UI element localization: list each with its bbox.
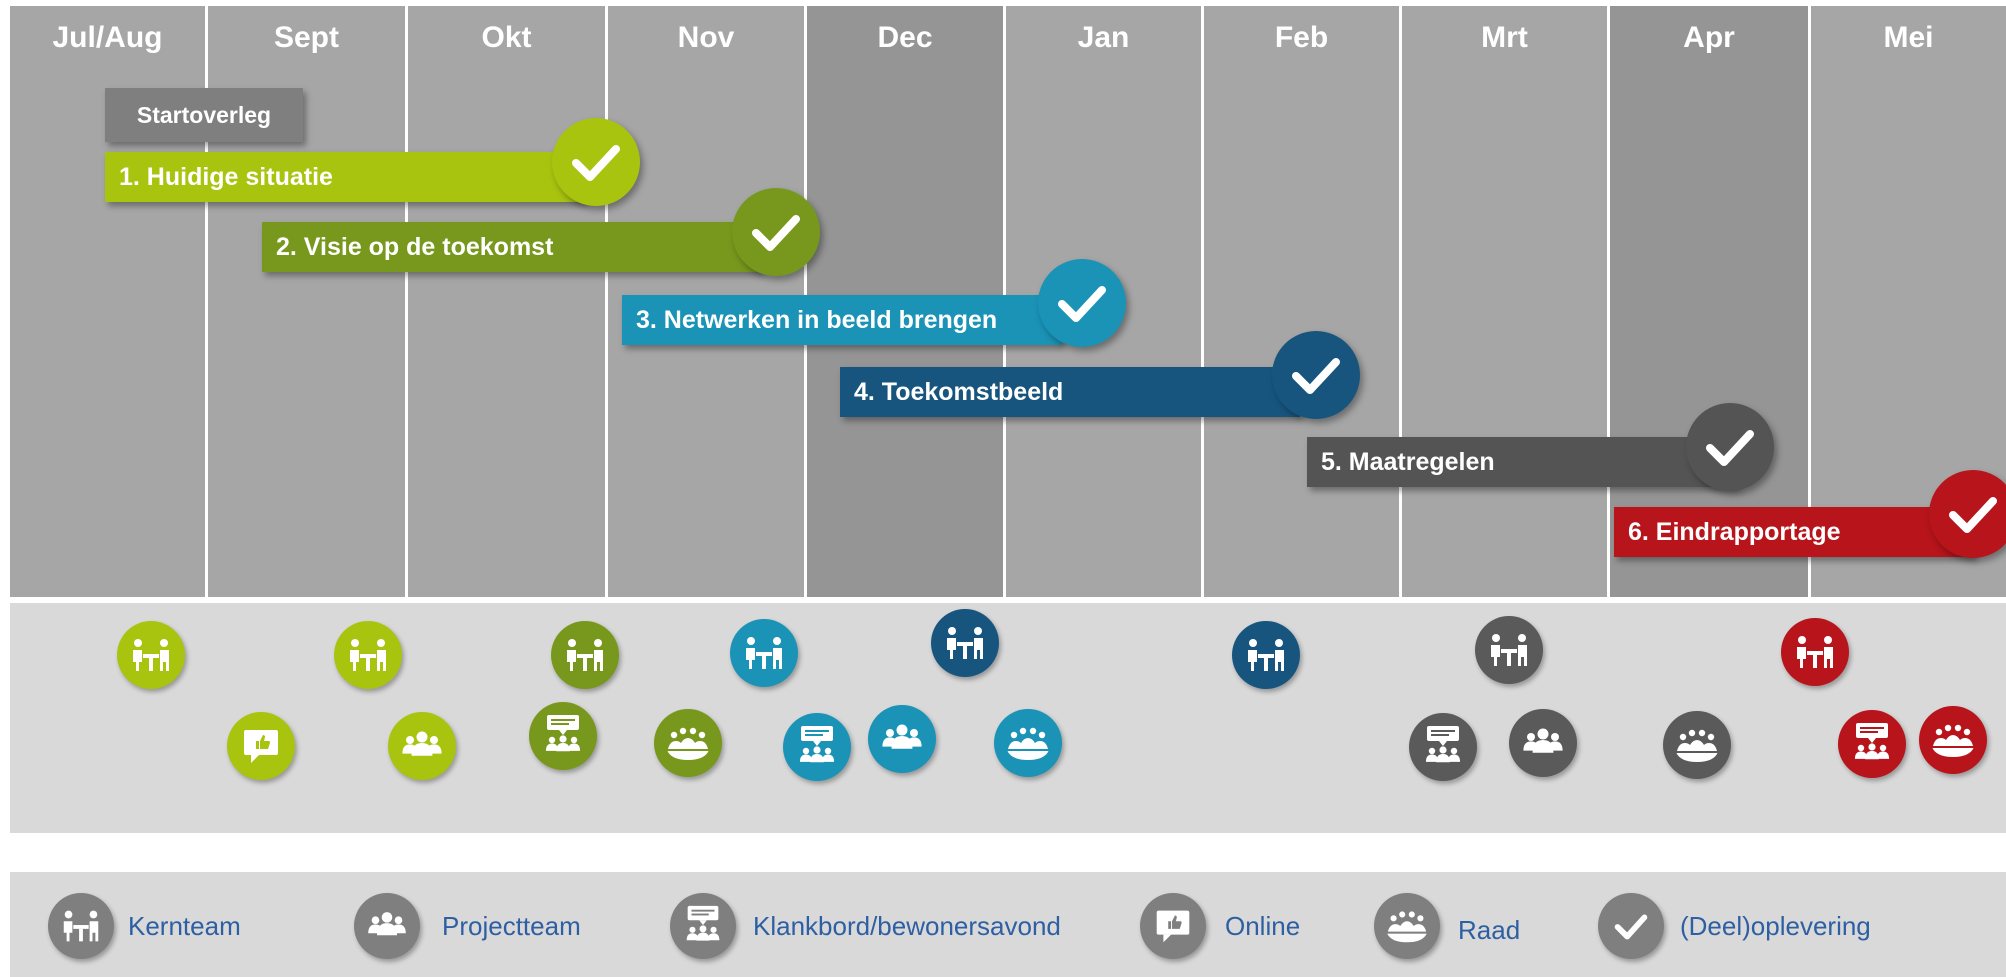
legend-kernteam-icon [48, 893, 114, 959]
month-label: Dec [877, 21, 933, 54]
projectteam-glyph [882, 724, 922, 749]
phase-bar-2: 2. Visie op de toekomst [262, 222, 762, 272]
projectteam-icon [868, 705, 936, 773]
projectteam-glyph [368, 912, 406, 936]
raad-glyph [667, 727, 709, 760]
month-label: Nov [677, 21, 735, 54]
checkmark-icon [752, 215, 800, 251]
legend-online-icon [1140, 893, 1206, 959]
checkmark-glyph [1614, 914, 1648, 940]
kernteam-icon [551, 621, 619, 689]
month-label: Apr [1683, 21, 1735, 54]
raad-glyph [1007, 727, 1049, 760]
phase-bar-4: 4. Toekomstbeeld [840, 367, 1300, 417]
projectteam-glyph [1523, 728, 1563, 753]
kernteam-glyph [1491, 634, 1527, 666]
kernteam-icon [730, 619, 798, 687]
klankbord-icon [783, 713, 851, 781]
legend-label: Raad [1458, 915, 1521, 945]
online-glyph [1156, 910, 1190, 943]
kernteam-glyph [1248, 639, 1284, 671]
phase-bar-6: 6. Eindrapportage [1614, 507, 1974, 557]
projectteam-glyph [402, 731, 442, 756]
kernteam-glyph [63, 910, 99, 942]
checkmark-icon [1058, 286, 1106, 322]
month-label: Feb [1274, 21, 1329, 54]
month-label: Mei [1883, 21, 1934, 54]
klankbord-glyph [799, 726, 835, 763]
raad-icon [1663, 711, 1731, 779]
raad-icon [994, 709, 1062, 777]
phase-check-6 [1929, 470, 2006, 558]
month-column-apr [1610, 6, 1808, 597]
legend-band [10, 872, 2006, 977]
month-column-mrt [1402, 6, 1607, 597]
klankbord-glyph [1425, 726, 1461, 763]
phase-bar-3: 3. Netwerken in beeld brengen [622, 295, 1062, 345]
phase-check-2 [732, 188, 820, 276]
checkmark-icon [1706, 430, 1754, 466]
checkmark-icon [1949, 497, 1997, 533]
month-label: Okt [481, 21, 532, 54]
month-column-feb [1204, 6, 1399, 597]
legend-klankbord-icon [670, 893, 736, 959]
klankbord-icon [529, 702, 597, 770]
kernteam-icon [117, 621, 185, 689]
kernteam-icon [334, 621, 402, 689]
kernteam-glyph [1797, 636, 1833, 668]
phase-check-4 [1272, 331, 1360, 419]
phase-bar-5: 5. Maatregelen [1307, 437, 1737, 487]
month-label: Jan [1077, 21, 1130, 54]
phase-bar-1: 1. Huidige situatie [105, 152, 585, 202]
legend-label: Kernteam [128, 911, 241, 941]
phase-check-5 [1686, 403, 1774, 491]
klankbord-icon [1838, 710, 1906, 778]
klankbord-glyph [545, 715, 581, 752]
month-label: Jul/Aug [52, 21, 163, 54]
kernteam-icon [1475, 616, 1543, 684]
raad-icon [1919, 706, 1987, 774]
phase-check-3 [1038, 259, 1126, 347]
legend-label: Projectteam [442, 911, 581, 941]
checkmark-icon [572, 145, 620, 181]
legend-label: (Deel)oplevering [1680, 911, 1871, 941]
projectteam-icon [1509, 709, 1577, 777]
month-label: Mrt [1481, 21, 1528, 54]
checkmark-icon [1292, 358, 1340, 394]
kernteam-glyph [746, 637, 782, 669]
raad-icon [654, 709, 722, 777]
kernteam-glyph [947, 627, 983, 659]
kernteam-icon [931, 609, 999, 677]
projectteam-icon [388, 712, 456, 780]
raad-glyph [1676, 729, 1718, 762]
kernteam-icon [1781, 618, 1849, 686]
phase-check-1 [552, 118, 640, 206]
raad-glyph [1386, 911, 1428, 943]
month-column-okt [408, 6, 605, 597]
legend-check-icon [1598, 893, 1664, 959]
month-label: Sept [273, 21, 339, 54]
klankbord-icon [1409, 713, 1477, 781]
online-glyph [244, 730, 278, 763]
kernteam-glyph [567, 639, 603, 671]
startoverleg-label: Startoverleg [105, 88, 303, 142]
raad-glyph [1932, 724, 1974, 757]
klankbord-glyph [686, 905, 720, 941]
kernteam-glyph [350, 639, 386, 671]
kernteam-glyph [133, 639, 169, 671]
klankbord-glyph [1854, 723, 1890, 760]
legend-label: Online [1225, 911, 1301, 941]
kernteam-icon [1232, 621, 1300, 689]
legend-raad-icon [1374, 893, 1440, 959]
legend-label: Klankbord/bewonersavond [753, 911, 1061, 941]
legend-projectteam-icon [354, 893, 420, 959]
online-icon [227, 712, 295, 780]
